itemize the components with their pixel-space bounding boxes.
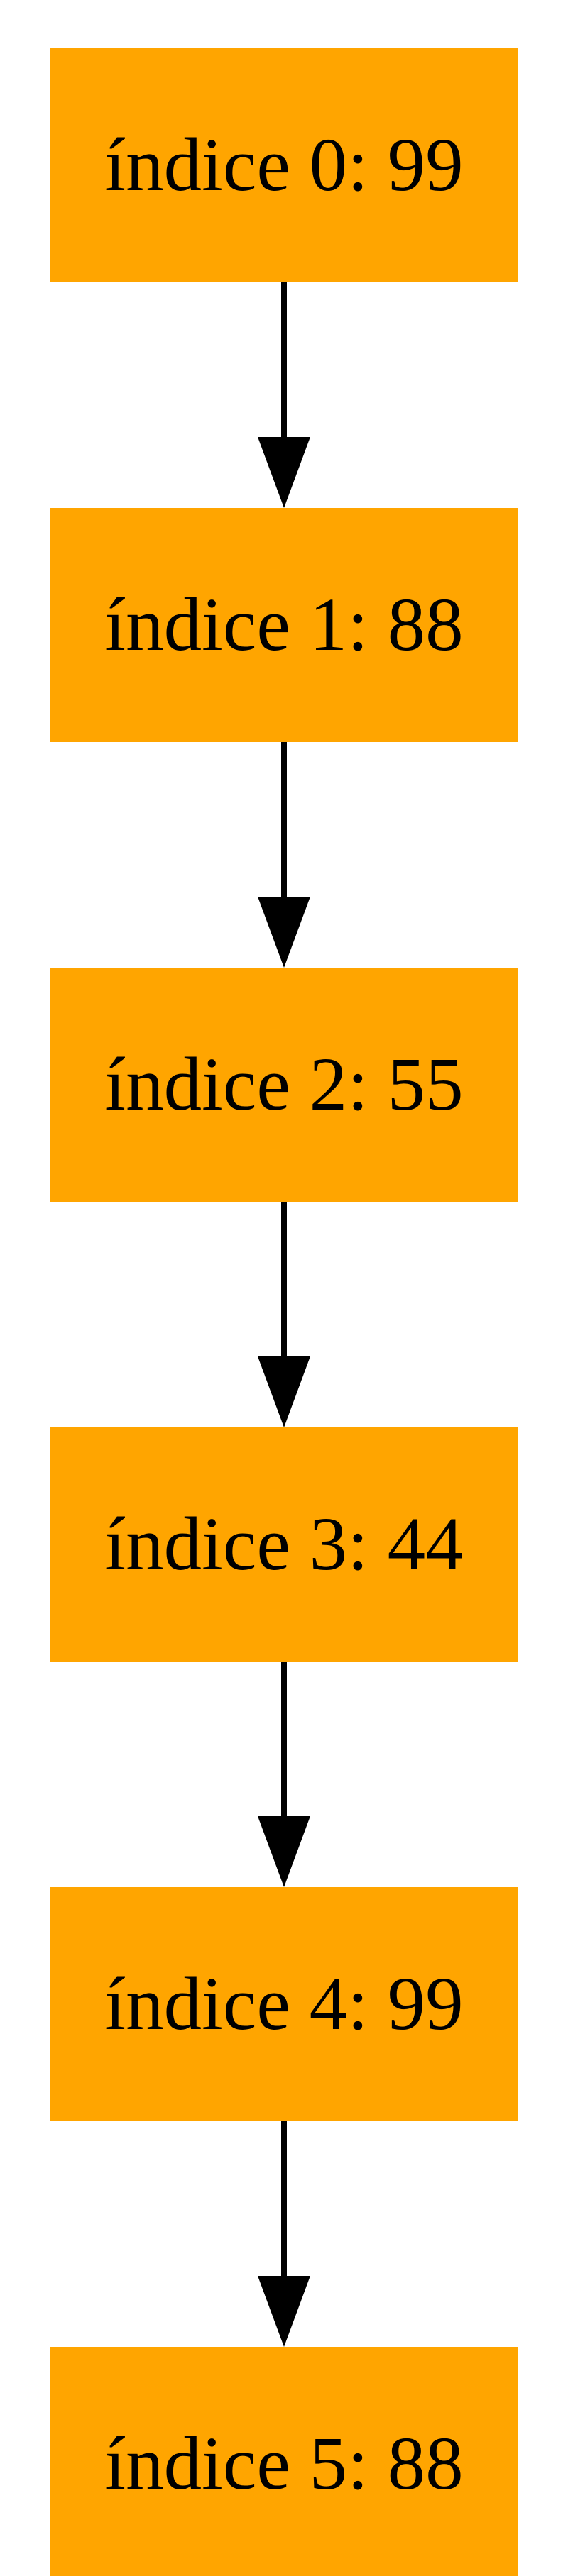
node-n2: índice 2: 55 [50,968,518,1202]
edge-n0-n1 [258,282,310,508]
edge-n1-n2 [258,742,310,968]
node-n5: índice 5: 88 [50,2347,518,2576]
node-label: índice 0: 99 [104,123,463,207]
arrowhead-icon [258,897,310,968]
nodes-layer: índice 0: 99 índice 1: 88 índice 2: 55 índi… [50,48,518,2576]
node-n4: índice 4: 99 [50,1887,518,2121]
node-n3: índice 3: 44 [50,1427,518,1662]
arrowhead-icon [258,1816,310,1887]
node-box [50,1427,518,1662]
edges-layer [258,282,310,2347]
node-label: índice 2: 55 [104,1043,463,1127]
edge-n3-n4 [258,1662,310,1887]
node-label: índice 1: 88 [104,583,463,667]
arrowhead-icon [258,1356,310,1427]
node-box [50,968,518,1202]
node-label: índice 3: 44 [104,1503,463,1586]
arrowhead-icon [258,2276,310,2347]
node-box [50,508,518,742]
node-label: índice 4: 99 [104,1962,463,2046]
node-n0: índice 0: 99 [50,48,518,282]
node-box [50,1887,518,2121]
node-box [50,2347,518,2576]
node-n1: índice 1: 88 [50,508,518,742]
node-box [50,48,518,282]
edge-n2-n3 [258,1202,310,1427]
edge-n4-n5 [258,2121,310,2347]
node-label: índice 5: 88 [104,2422,463,2506]
arrowhead-icon [258,437,310,508]
